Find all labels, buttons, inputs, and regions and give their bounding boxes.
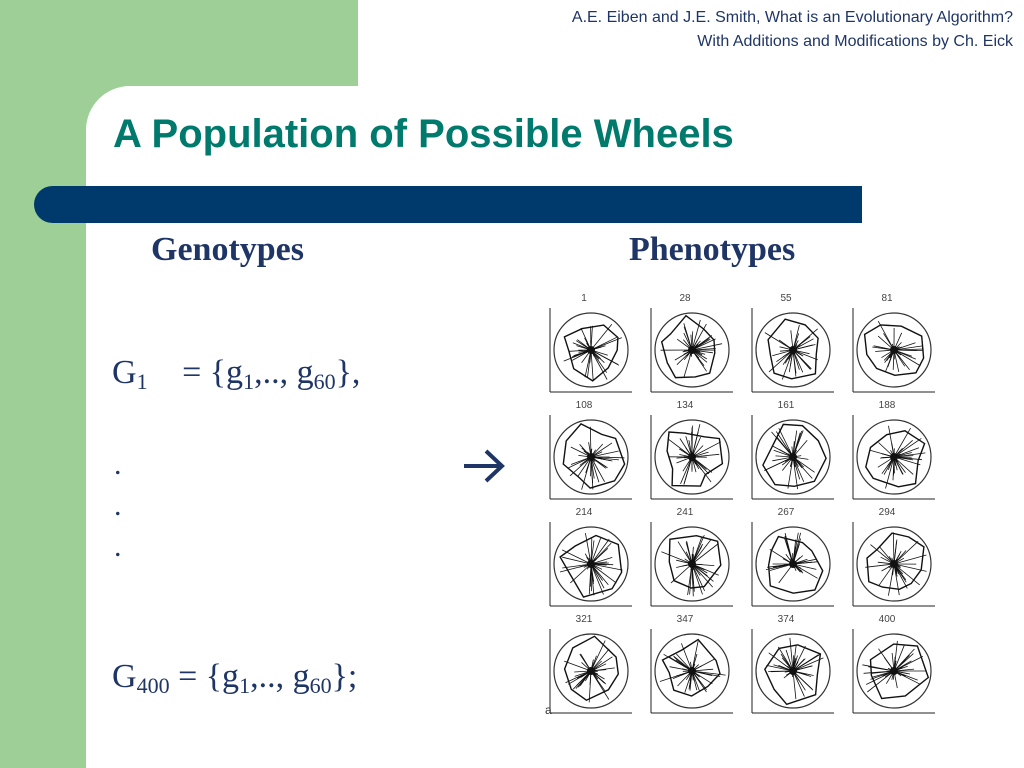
- gene-first-index: 1: [239, 673, 251, 698]
- wheel-plot: [751, 308, 834, 393]
- genotype-mid: ,.., g: [250, 658, 310, 695]
- gene-first-index: 1: [243, 369, 255, 394]
- wheel-index-label: 55: [780, 293, 792, 304]
- phenotype-wheel: 321: [540, 613, 632, 717]
- wheel-plot: [549, 629, 632, 714]
- wheel-index-label: 108: [575, 400, 593, 411]
- phenotype-wheel: 214: [540, 506, 632, 610]
- phenotype-wheel: 267: [742, 506, 834, 610]
- wheel-plot: [852, 415, 935, 500]
- wheel-index-label: 294: [878, 507, 896, 518]
- wheel-plot: [650, 522, 733, 607]
- ellipsis-dot-3: .: [114, 530, 122, 563]
- wheel-index-label: 1: [581, 293, 587, 304]
- wheel-index-label: 81: [881, 293, 893, 304]
- phenotype-wheel: 161: [742, 399, 834, 503]
- ellipsis-dot-2: .: [114, 489, 122, 522]
- phenotype-wheel: 28: [641, 292, 733, 396]
- wheel-index-label: 241: [676, 507, 694, 518]
- genotype-last: G400 = {g1,.., g60};: [112, 658, 357, 699]
- ellipsis-dot-1: .: [114, 448, 122, 481]
- phenotype-wheel: 347: [641, 613, 733, 717]
- phenotype-wheel: 108: [540, 399, 632, 503]
- wheel-index-label: 347: [676, 614, 694, 625]
- title-underline-bar: [34, 186, 862, 223]
- wheel-index-label: 214: [575, 507, 593, 518]
- wheel-index-label: 134: [676, 400, 694, 411]
- wheel-plot: [650, 308, 733, 393]
- wheel-index-label: 188: [878, 400, 896, 411]
- wheel-plot: [549, 415, 632, 500]
- right-arrow-icon: [464, 449, 505, 483]
- genotype-name: G: [112, 354, 137, 391]
- phenotype-wheel: 81: [843, 292, 935, 396]
- genotype-eq: = {g: [169, 658, 240, 695]
- phenotype-wheel: 400: [843, 613, 935, 717]
- credit-header: A.E. Eiben and J.E. Smith, What is an Ev…: [572, 6, 1013, 54]
- genotype-index: 400: [136, 673, 170, 698]
- wheel-index-label: 321: [575, 614, 593, 625]
- credit-line-1: A.E. Eiben and J.E. Smith, What is an Ev…: [571, 9, 1013, 26]
- wheel-plot: [852, 629, 935, 714]
- genotype-first: G1 = {g1,.., g60},: [112, 354, 360, 395]
- header-area: [358, 0, 1024, 86]
- gene-last-index: 60: [309, 673, 332, 698]
- phenotype-wheel: 1: [540, 292, 632, 396]
- phenotype-wheel: 241: [641, 506, 733, 610]
- slide-title: A Population of Possible Wheels: [113, 112, 734, 156]
- figure-label: a: [545, 703, 552, 717]
- wheel-plot: [852, 522, 935, 607]
- wheel-plot: [549, 522, 632, 607]
- genotype-end: };: [331, 658, 358, 695]
- wheel-plot: [650, 629, 733, 714]
- phenotype-wheel-grid: 1 28 55 81 108 134 161 188 214 241 267 294 321 347 374…: [540, 292, 950, 722]
- phenotype-wheel: 374: [742, 613, 834, 717]
- wheel-plot: [751, 522, 834, 607]
- phenotypes-heading: Phenotypes: [629, 231, 796, 268]
- wheel-index-label: 161: [777, 400, 795, 411]
- wheel-index-label: 374: [777, 614, 795, 625]
- wheel-plot: [751, 415, 834, 500]
- phenotype-wheel: 134: [641, 399, 733, 503]
- wheel-plot: [751, 629, 834, 714]
- phenotype-wheel: 188: [843, 399, 935, 503]
- wheel-plot: [650, 415, 733, 500]
- genotype-index: 1: [136, 369, 148, 394]
- genotypes-heading: Genotypes: [151, 231, 304, 268]
- genotype-name: G: [112, 658, 137, 695]
- wheel-plot: [549, 308, 632, 393]
- genotype-mid: ,.., g: [254, 354, 314, 391]
- genotype-end: },: [335, 354, 361, 391]
- wheel-index-label: 400: [878, 614, 896, 625]
- wheel-index-label: 28: [679, 293, 691, 304]
- wheel-index-label: 267: [777, 507, 795, 518]
- wheel-plot: [852, 308, 935, 393]
- gene-last-index: 60: [313, 369, 336, 394]
- credit-line-2: With Additions and Modifications by Ch. …: [697, 33, 1013, 50]
- genotype-eq: = {g: [173, 354, 244, 391]
- phenotype-wheel: 294: [843, 506, 935, 610]
- phenotype-wheel: 55: [742, 292, 834, 396]
